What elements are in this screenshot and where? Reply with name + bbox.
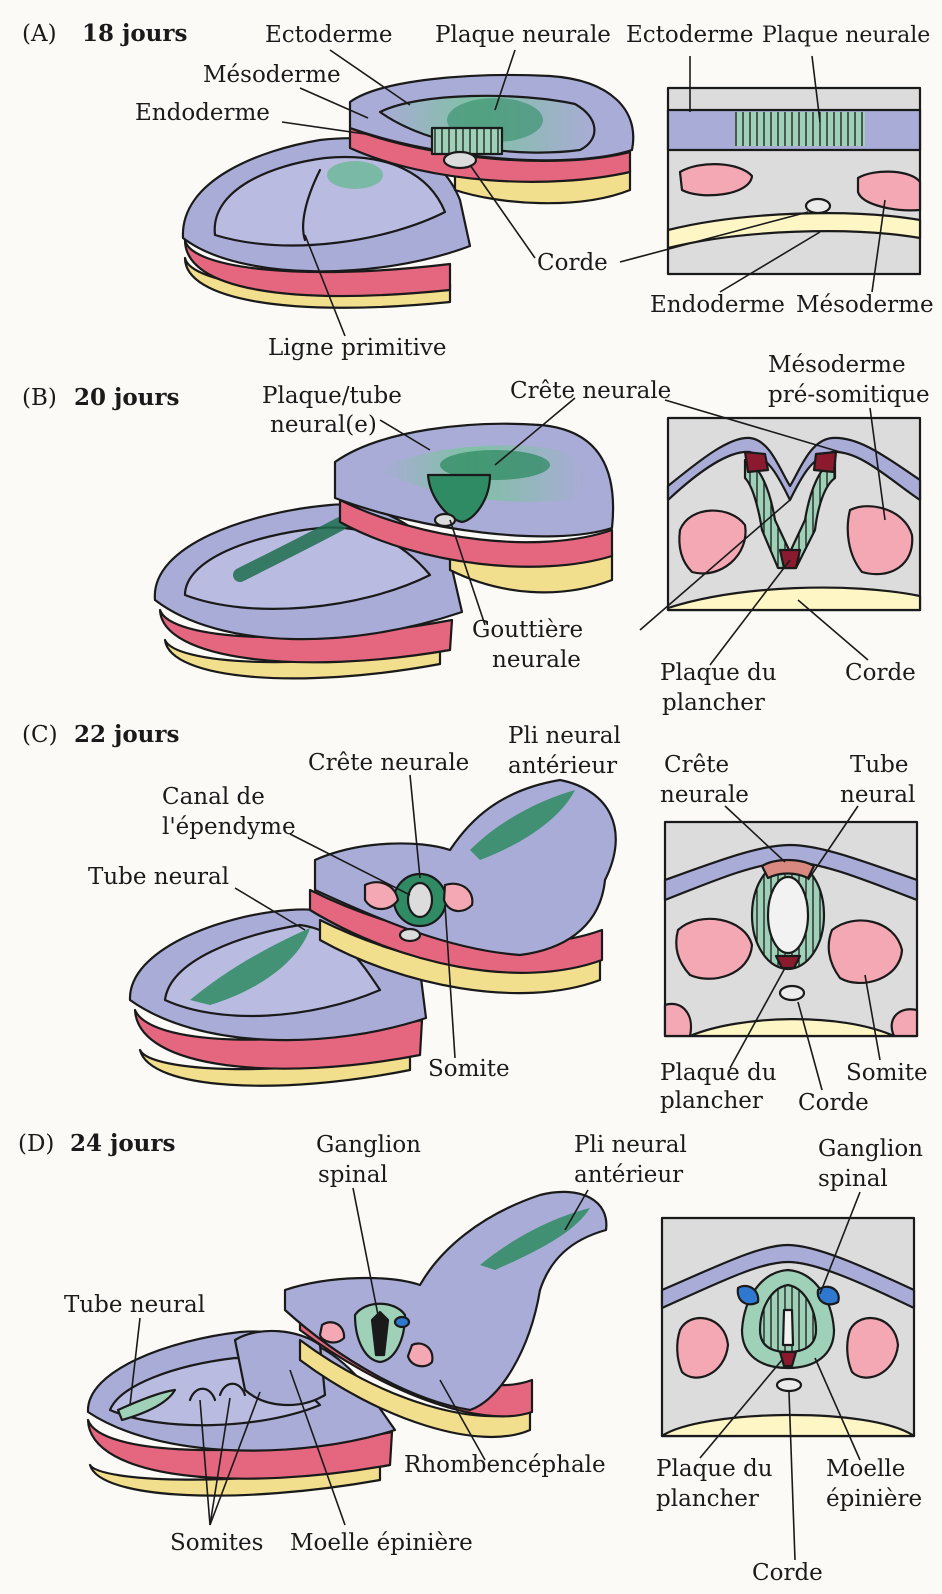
xsec-a-ectoderme: Ectoderme xyxy=(626,22,754,48)
panel-d-letter: (D) xyxy=(18,1131,54,1157)
label-plaque-tube-2: neural(e) xyxy=(270,412,377,438)
label-tube-neural-c: Tube neural xyxy=(88,864,229,890)
label-corde: Corde xyxy=(537,250,608,276)
label-pli-ant-c-1: Pli neural xyxy=(508,723,621,749)
xsec-c-crete-1: Crête xyxy=(664,752,729,778)
label-gouttiere-1: Gouttière xyxy=(472,617,583,643)
panel-d-cross-section xyxy=(662,1218,914,1436)
xsec-d-plaque-2: plancher xyxy=(656,1486,759,1512)
label-pli-ant-d-1: Pli neural xyxy=(574,1132,687,1158)
label-mesoderme: Mésoderme xyxy=(203,62,341,88)
xsec-c-crete-2: neurale xyxy=(660,782,749,808)
label-ganglion-2: spinal xyxy=(318,1162,388,1188)
xsec-b-plaque-1: Plaque du xyxy=(660,660,777,686)
label-ganglion-1: Ganglion xyxy=(316,1132,421,1158)
label-crete-neurale-b: Crête neurale xyxy=(510,378,671,404)
primitive-node xyxy=(327,161,383,189)
xsec-b-meso-2: pré-somitique xyxy=(768,382,930,408)
panel-a-day: 18 jours xyxy=(82,20,187,47)
panel-c-day: 22 jours xyxy=(74,721,179,748)
xsec-d-ganglion-2: spinal xyxy=(818,1166,888,1192)
label-endoderme: Endoderme xyxy=(135,100,270,126)
panel-c-letter: (C) xyxy=(22,722,58,748)
label-crete-neurale-c: Crête neurale xyxy=(308,750,469,776)
xsec-a-mesoderme: Mésoderme xyxy=(796,292,934,318)
panel-b: (B) 20 jours Plaque/tube neural(e) Crête… xyxy=(22,352,930,716)
label-pli-ant-d-2: antérieur xyxy=(574,1162,683,1188)
label-moelle: Moelle épinière xyxy=(290,1530,473,1556)
label-somite-c: Somite xyxy=(428,1056,510,1082)
panel-a-letter: (A) xyxy=(22,21,57,47)
xsec-a-endoderme: Endoderme xyxy=(650,292,785,318)
xsec-a-plaque-neurale: Plaque neurale xyxy=(762,23,930,48)
xsec-b-meso-1: Mésoderme xyxy=(768,352,906,378)
panel-b-day: 20 jours xyxy=(74,384,179,411)
panel-c: (C) 22 jours Crête neurale Pli neural an… xyxy=(22,721,928,1116)
label-pli-ant-c-2: antérieur xyxy=(508,753,617,779)
panel-d-day: 24 jours xyxy=(70,1130,175,1157)
label-ligne-primitive: Ligne primitive xyxy=(268,335,447,361)
label-plaque-tube-1: Plaque/tube xyxy=(262,383,402,409)
panel-c-cross-section xyxy=(665,822,917,1036)
xsec-c-plaque-2: plancher xyxy=(660,1088,763,1114)
panel-b-cross-section xyxy=(668,418,920,610)
xsec-d-plaque-1: Plaque du xyxy=(656,1456,773,1482)
xsec-b-corde: Corde xyxy=(845,660,916,686)
panel-a: (A) 18 jours Ectoderme Plaque neurale Mé… xyxy=(22,20,934,361)
xsec-d-ganglion-1: Ganglion xyxy=(818,1136,923,1162)
label-gouttiere-2: neurale xyxy=(492,647,581,673)
xsec-c-tube-2: neural xyxy=(840,782,915,808)
panel-b-letter: (B) xyxy=(22,385,57,411)
xsec-c-plaque-1: Plaque du xyxy=(660,1060,777,1086)
panel-d: (D) 24 jours Ganglion spinal Pli neural … xyxy=(18,1130,923,1586)
panel-a-cross-section xyxy=(668,88,920,274)
label-somites: Somites xyxy=(170,1530,263,1556)
xsec-d-corde: Corde xyxy=(752,1560,823,1586)
label-canal-2: l'épendyme xyxy=(162,814,296,840)
xsec-d-moelle-1: Moelle xyxy=(826,1456,905,1482)
label-plaque-neurale: Plaque neurale xyxy=(435,22,611,48)
xsec-d-moelle-2: épinière xyxy=(826,1486,922,1512)
label-canal-1: Canal de xyxy=(162,784,265,810)
xsec-c-somite: Somite xyxy=(846,1060,928,1086)
xsec-c-tube-1: Tube xyxy=(850,752,909,778)
xsec-b-plaque-2: plancher xyxy=(662,690,765,716)
label-ectoderme: Ectoderme xyxy=(265,22,393,48)
xsec-c-corde: Corde xyxy=(798,1090,869,1116)
label-rhombencephale: Rhombencéphale xyxy=(404,1452,606,1478)
label-tube-neural-d: Tube neural xyxy=(64,1292,205,1318)
